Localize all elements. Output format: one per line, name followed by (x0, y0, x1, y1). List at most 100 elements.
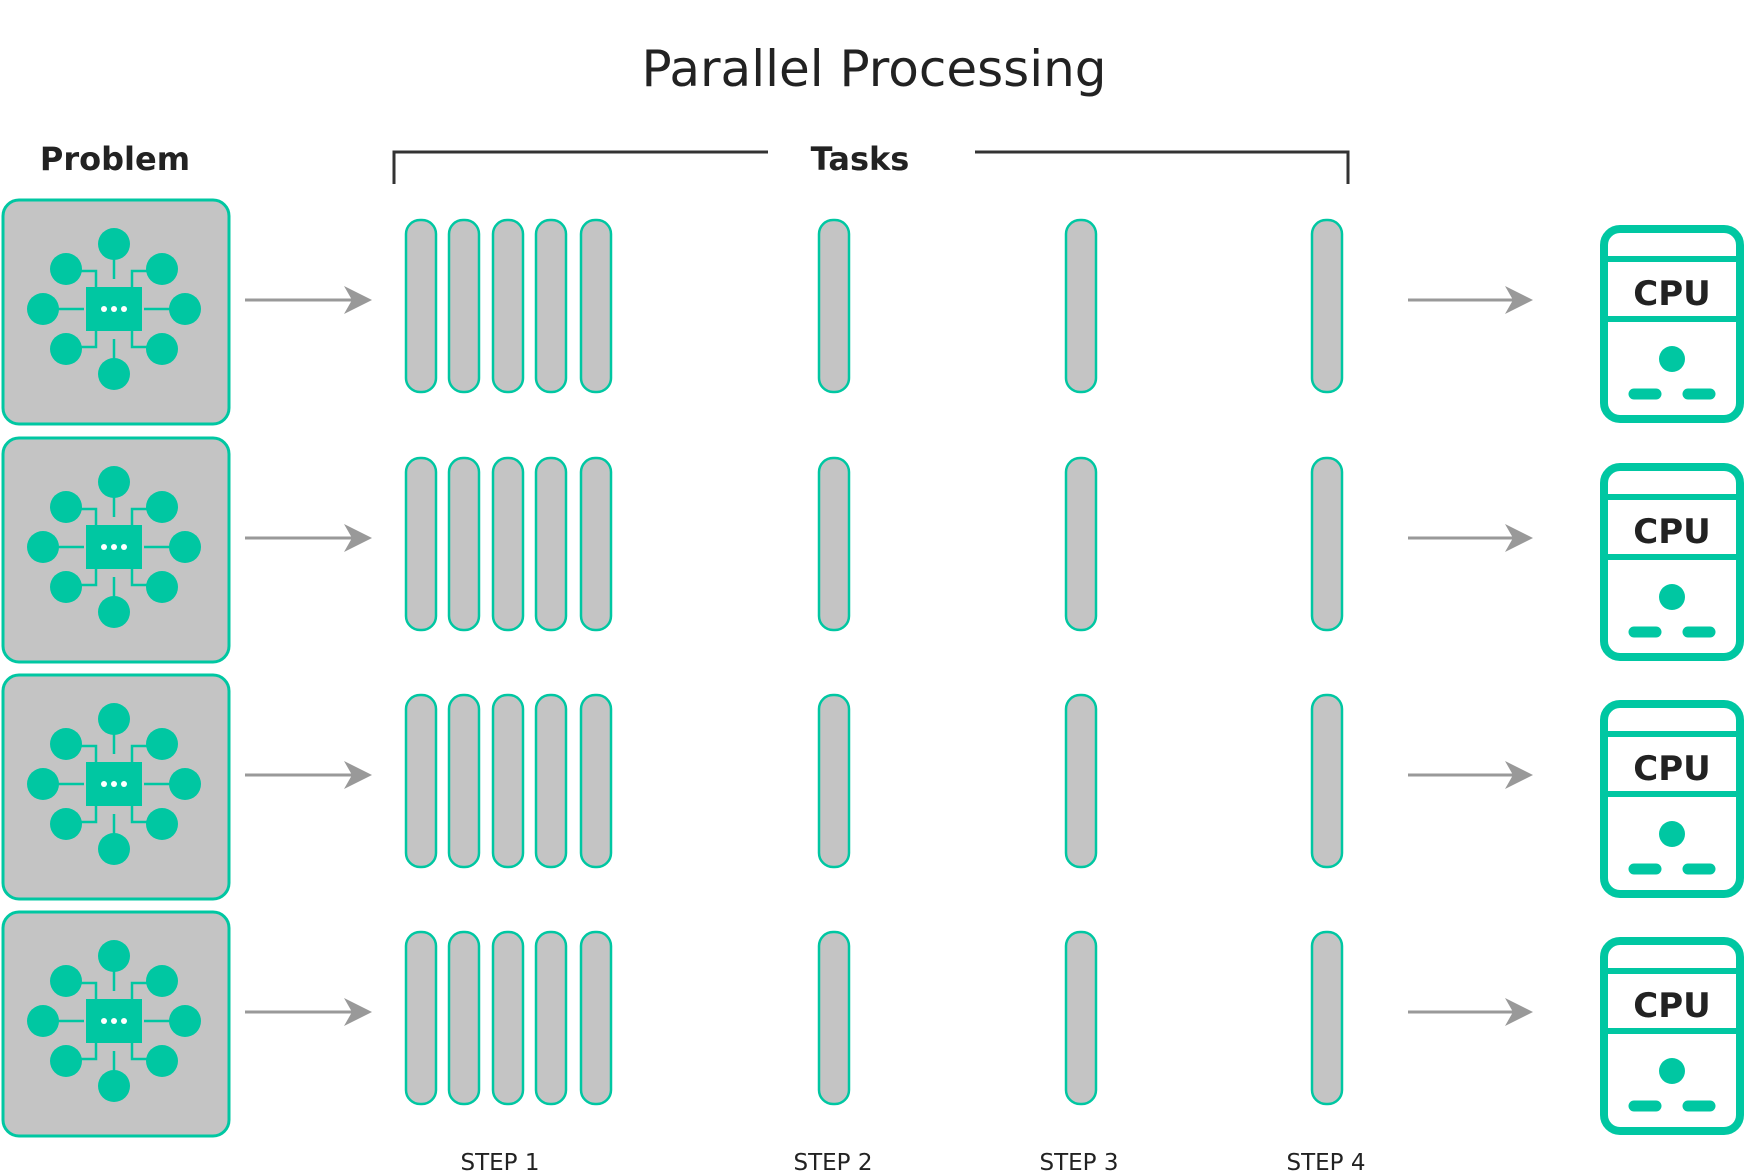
task-step-3 (1064, 456, 1098, 632)
node-circle (169, 768, 201, 800)
input-arrow-head (344, 524, 372, 552)
step-1-label: STEP 1 (460, 1150, 540, 1176)
node-circle (98, 940, 130, 972)
node-circle (146, 333, 178, 365)
node-circle (27, 768, 59, 800)
process-row: CPU (1, 198, 1744, 426)
task-step-1 (404, 456, 438, 632)
task-step-1 (579, 693, 613, 869)
output-arrow-head (1505, 761, 1533, 789)
node-circle (98, 833, 130, 865)
task-step-1 (447, 930, 481, 1106)
node-circle (146, 1045, 178, 1077)
node-circle (27, 531, 59, 563)
task-step-1 (534, 930, 568, 1106)
task-step-1 (534, 456, 568, 632)
input-arrow-head (344, 998, 372, 1026)
node-circle (169, 531, 201, 563)
cpu-case (1600, 463, 1744, 661)
process-row: CPU (1, 436, 1744, 664)
node-circle (50, 571, 82, 603)
task-step-1 (404, 218, 438, 394)
node-circle (146, 728, 178, 760)
process-row: CPU (1, 673, 1744, 901)
task-step-3 (1064, 930, 1098, 1106)
task-step-1 (404, 693, 438, 869)
chip-dot (101, 544, 107, 550)
process-row: CPU (1, 910, 1744, 1138)
task-step-2 (817, 218, 851, 394)
step-3-label: STEP 3 (1039, 1150, 1119, 1176)
step-2-label: STEP 2 (793, 1150, 873, 1176)
cpu-label: CPU (1633, 986, 1710, 1026)
node-circle (146, 965, 178, 997)
cpu-label: CPU (1633, 274, 1710, 314)
chip-dot (111, 781, 117, 787)
task-step-1 (447, 693, 481, 869)
tasks-bracket-right (975, 150, 1350, 184)
node-circle (50, 728, 82, 760)
chip-dot (121, 1018, 127, 1024)
task-step-4 (1310, 456, 1344, 632)
node-circle (50, 253, 82, 285)
node-circle (146, 808, 178, 840)
chip-dot (121, 781, 127, 787)
task-step-1 (534, 218, 568, 394)
task-step-1 (534, 693, 568, 869)
input-arrow-head (344, 761, 372, 789)
chip-dot (121, 544, 127, 550)
node-circle (146, 571, 178, 603)
node-circle (98, 596, 130, 628)
task-step-1 (491, 218, 525, 394)
task-step-4 (1310, 930, 1344, 1106)
node-circle (50, 333, 82, 365)
node-circle (98, 703, 130, 735)
output-arrow-head (1505, 524, 1533, 552)
task-step-3 (1064, 693, 1098, 869)
cpu-case (1600, 700, 1744, 898)
cpu-power-dot (1659, 821, 1685, 847)
cpu-case (1600, 937, 1744, 1135)
node-circle (27, 293, 59, 325)
cpu-case (1600, 225, 1744, 423)
task-step-1 (491, 456, 525, 632)
cpu-power-dot (1659, 1058, 1685, 1084)
cpu-power-dot (1659, 584, 1685, 610)
node-circle (98, 1070, 130, 1102)
node-circle (146, 253, 178, 285)
task-step-1 (579, 456, 613, 632)
tasks-bracket-left (392, 150, 768, 184)
task-step-2 (817, 930, 851, 1106)
cpu-power-dot (1659, 346, 1685, 372)
node-circle (98, 466, 130, 498)
chip-dot (121, 306, 127, 312)
problem-label: Problem (39, 140, 191, 178)
node-circle (50, 808, 82, 840)
task-step-1 (491, 693, 525, 869)
diagram-title: Parallel Processing (641, 40, 1107, 98)
node-circle (98, 228, 130, 260)
input-arrow-head (344, 286, 372, 314)
chip-dot (101, 1018, 107, 1024)
task-step-4 (1310, 693, 1344, 869)
task-step-1 (404, 930, 438, 1106)
output-arrow-head (1505, 998, 1533, 1026)
node-circle (50, 491, 82, 523)
node-circle (50, 1045, 82, 1077)
tasks-label: Tasks (810, 140, 910, 178)
task-step-1 (579, 218, 613, 394)
output-arrow-head (1505, 286, 1533, 314)
task-step-2 (817, 456, 851, 632)
task-step-1 (579, 930, 613, 1106)
cpu-label: CPU (1633, 749, 1710, 789)
task-step-3 (1064, 218, 1098, 394)
cpu-label: CPU (1633, 512, 1710, 552)
task-step-2 (817, 693, 851, 869)
chip-dot (111, 306, 117, 312)
node-circle (169, 293, 201, 325)
chip-dot (101, 781, 107, 787)
task-step-1 (447, 218, 481, 394)
chip-dot (101, 306, 107, 312)
